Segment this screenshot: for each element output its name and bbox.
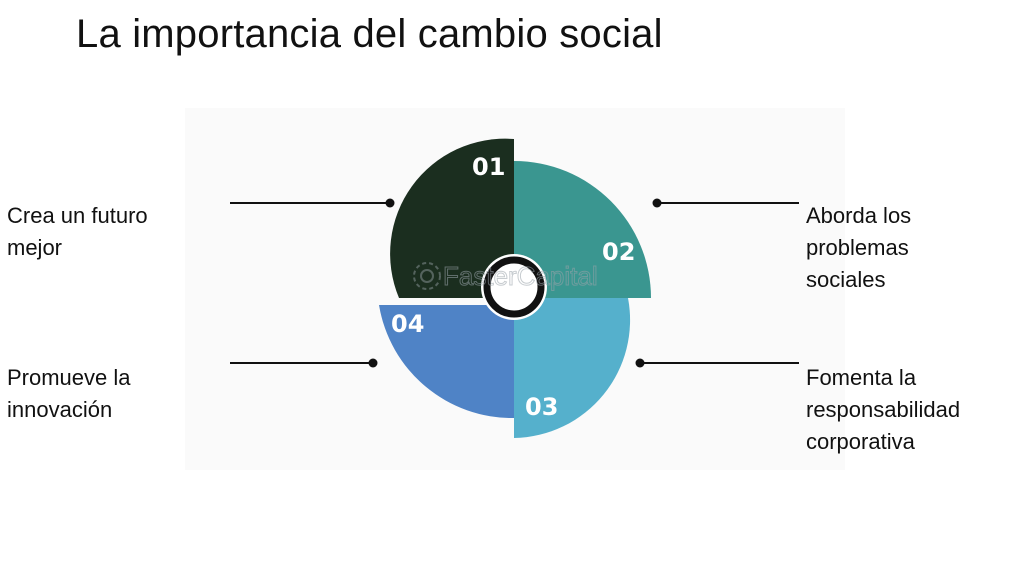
- connector-01: [230, 198, 395, 208]
- segment-02-number: 02: [602, 238, 635, 266]
- label-line: Aborda los: [806, 203, 912, 228]
- label-line: problemas: [806, 235, 909, 260]
- label-line: Crea un futuro: [7, 203, 148, 228]
- label-line: corporativa: [806, 429, 915, 454]
- watermark-text: FasterCapital: [443, 261, 598, 291]
- label-promueve-la-innovacion: Promueve la innovación: [7, 362, 131, 426]
- label-line: innovación: [7, 397, 113, 422]
- connector-04: [230, 358, 378, 368]
- segment-04: [379, 298, 514, 419]
- label-line: mejor: [7, 235, 63, 260]
- segment-01-number: 01: [472, 153, 505, 181]
- segment-04-number: 04: [391, 310, 424, 338]
- page-title: La importancia del cambio social: [76, 12, 663, 56]
- label-line: Promueve la: [7, 365, 131, 390]
- segment-02: [514, 161, 651, 298]
- label-crea-un-futuro-mejor: Crea un futuro mejor: [7, 200, 148, 264]
- watermark-gear-icon: [413, 262, 441, 290]
- label-fomenta-la-responsabilidad-corporativa: Fomenta la responsabilidad corporativa: [806, 362, 960, 458]
- segment-03: [514, 298, 631, 438]
- segment-03-number: 03: [525, 393, 558, 421]
- label-line: responsabilidad: [806, 397, 961, 422]
- label-line: sociales: [806, 267, 886, 292]
- segment-01: [390, 138, 514, 298]
- center-ring-outline: [483, 256, 545, 318]
- label-line: Fomenta la: [806, 365, 917, 390]
- label-aborda-los-problemas-sociales: Aborda los problemas sociales: [806, 200, 911, 296]
- connector-03: [635, 358, 799, 368]
- connector-02: [652, 198, 799, 208]
